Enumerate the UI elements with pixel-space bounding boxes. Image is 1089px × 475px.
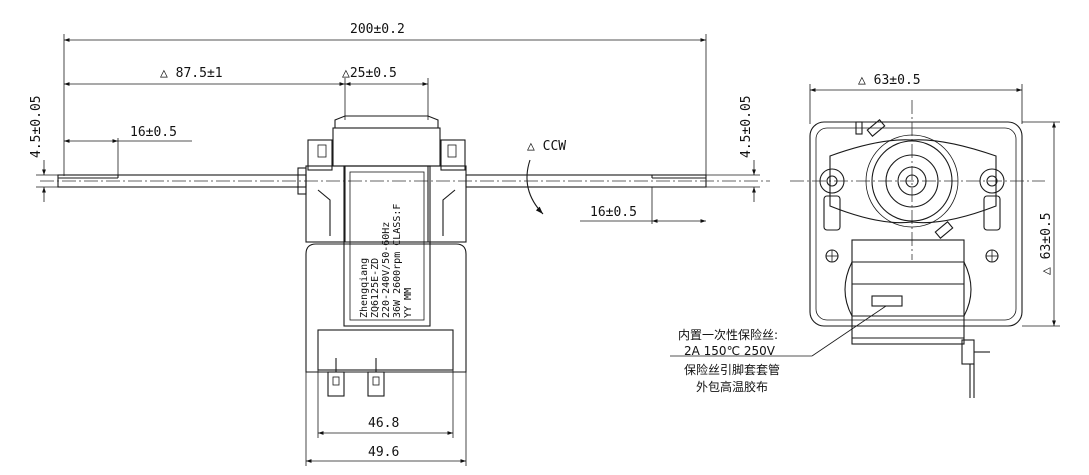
dim-right-height: 4.5±0.05 [706, 95, 760, 202]
fuse-note-line-1: 内置一次性保险丝: [678, 327, 778, 342]
dim-63-height: △ 63±0.5 [1039, 212, 1054, 275]
label-line-4: 36W 2600rpm CLASS:F [392, 204, 403, 318]
fuse-note-line-4: 外包高温胶布 [696, 379, 768, 394]
bearing-housing [829, 134, 997, 228]
fuse-note-line-2: 2A 150℃ 250V [684, 344, 776, 358]
dim-16-right: 16±0.5 [590, 205, 637, 220]
locating-pins [855, 119, 954, 239]
fuse-note: 内置一次性保险丝: 2A 150℃ 250V 保险丝引脚套套管 外包高温胶布 [670, 305, 887, 394]
dim-left-flat: 16±0.5 [63, 125, 192, 176]
dim-body-width: △25±0.5 [342, 66, 429, 120]
side-view: △ 63±0.5 △ 63±0.5 内置一次性保险丝: 2A 150℃ 250V… [670, 73, 1060, 398]
label-line-5: YY MM [403, 288, 414, 318]
terminals [327, 358, 385, 397]
dim-right-flat: 16±0.5 [580, 187, 706, 224]
dim-long-shaft: △ 87.5±1 [63, 66, 346, 120]
side-frame [809, 121, 1023, 327]
dim-16-left: 16±0.5 [130, 125, 177, 140]
label-line-3: 220-240V/50-60Hz [381, 222, 392, 318]
front-view: Zhengqiang ZQ6125E-ZD 220-240V/50-60Hz 3… [29, 22, 770, 466]
dim-46-8: 46.8 [368, 416, 399, 431]
mount-holes [819, 168, 1005, 263]
coil-housing [305, 165, 467, 373]
fuse-element [871, 295, 903, 307]
dim-side-width: △ 63±0.5 [809, 73, 1023, 124]
dim-49-6: 49.6 [368, 445, 399, 460]
dim-63-width: △ 63±0.5 [858, 73, 921, 88]
dim-left-height: 4.5±0.05 [29, 95, 58, 202]
label-line-2: ZQ6125E-ZD [370, 258, 381, 318]
dim-overall-length: 200±0.2 [63, 22, 707, 176]
dim-4-5-left: 4.5±0.05 [29, 95, 44, 158]
nameplate-label: Zhengqiang ZQ6125E-ZD 220-240V/50-60Hz 3… [359, 204, 414, 318]
fuse-note-line-3: 保险丝引脚套套管 [684, 362, 780, 377]
rotation-arrow: △ CCW [526, 139, 566, 215]
dim-200: 200±0.2 [350, 22, 405, 37]
dim-side-height: △ 63±0.5 [1022, 121, 1060, 327]
dim-base-outer: 49.6 [305, 372, 467, 466]
label-line-1: Zhengqiang [359, 258, 370, 318]
dim-4-5-right: 4.5±0.05 [739, 95, 754, 158]
top-bracket [307, 115, 466, 171]
dim-87-5: △ 87.5±1 [160, 66, 223, 81]
ccw-label: △ CCW [527, 139, 566, 154]
dim-25: △25±0.5 [342, 66, 397, 81]
dim-base-inner: 46.8 [317, 370, 454, 438]
